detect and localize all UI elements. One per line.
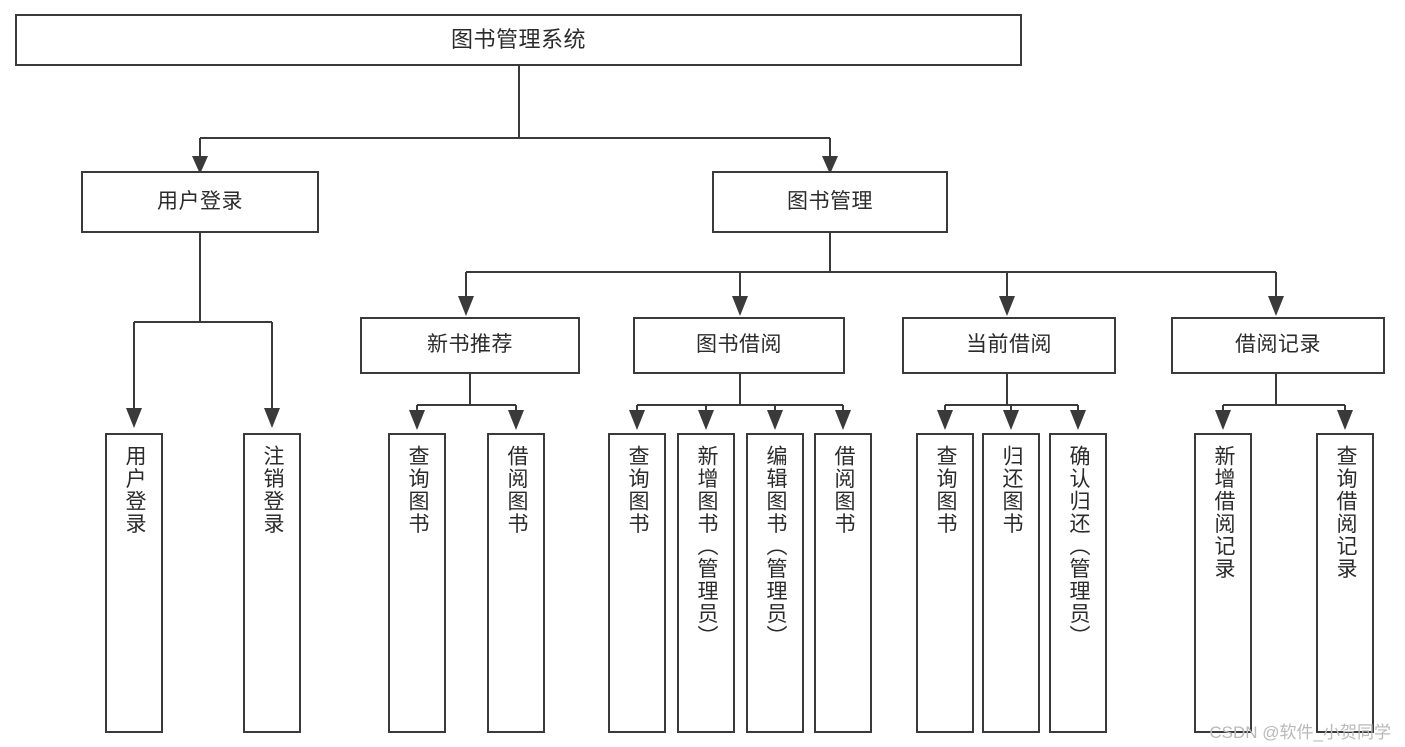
node-book-management-label: 图书管理 <box>787 189 873 213</box>
node-book-management[interactable]: 图书管理 <box>712 171 948 233</box>
node-leaf-currentborrow-query-book-label: 查询图书 <box>934 445 958 535</box>
node-leaf-newbook-borrow-book-label: 借阅图书 <box>505 445 529 535</box>
node-current-borrow-label: 当前借阅 <box>966 333 1052 357</box>
node-leaf-bookborrow-query-book[interactable]: 查询图书 <box>608 433 666 733</box>
arrow-head-leaf-bb-edit <box>767 410 783 430</box>
node-leaf-bookborrow-add-book-label: 新增图书（管理员） <box>695 445 719 648</box>
arrow-head-leaf-cb-query <box>937 410 953 430</box>
node-leaf-borrowrecord-query-record[interactable]: 查询借阅记录 <box>1316 433 1374 733</box>
node-leaf-currentborrow-return-book-label: 归还图书 <box>1000 445 1024 535</box>
node-leaf-user-login-label: 用户登录 <box>123 445 147 535</box>
arrow-head-leaf-cb-return <box>1003 410 1019 430</box>
node-leaf-currentborrow-confirm-return[interactable]: 确认归还（管理员） <box>1049 433 1107 733</box>
node-leaf-user-login[interactable]: 用户登录 <box>105 433 163 733</box>
watermark-text: CSDN @软件_小贺同学 <box>1209 723 1391 742</box>
node-leaf-newbook-query-book-label: 查询图书 <box>406 445 430 535</box>
arrow-head-leaf-nb-borrow <box>508 410 524 430</box>
arrow-head-leaf-bb-query <box>629 410 645 430</box>
node-leaf-newbook-borrow-book[interactable]: 借阅图书 <box>487 433 545 733</box>
arrow-head-leaf-cb-confirm <box>1070 410 1086 430</box>
node-leaf-bookborrow-edit-book[interactable]: 编辑图书（管理员） <box>746 433 804 733</box>
node-borrow-record-label: 借阅记录 <box>1235 333 1321 357</box>
arrow-head-borrowrecord <box>1268 296 1284 316</box>
node-user-login-label: 用户登录 <box>157 189 243 213</box>
node-new-book-recommend-label: 新书推荐 <box>427 333 513 357</box>
arrow-head-leaf-logout <box>264 408 280 428</box>
node-leaf-currentborrow-query-book[interactable]: 查询图书 <box>916 433 974 733</box>
node-leaf-newbook-query-book[interactable]: 查询图书 <box>388 433 446 733</box>
node-user-login[interactable]: 用户登录 <box>81 171 319 233</box>
node-borrow-record[interactable]: 借阅记录 <box>1171 317 1385 374</box>
node-leaf-currentborrow-confirm-return-label: 确认归还（管理员） <box>1067 445 1091 648</box>
node-leaf-bookborrow-edit-book-label: 编辑图书（管理员） <box>764 445 788 648</box>
node-leaf-logout-label: 注销登录 <box>261 445 285 535</box>
node-leaf-bookborrow-query-book-label: 查询图书 <box>626 445 650 535</box>
arrow-head-leaf-bb-borrow <box>835 410 851 430</box>
node-leaf-borrowrecord-add-record[interactable]: 新增借阅记录 <box>1194 433 1252 733</box>
node-leaf-logout[interactable]: 注销登录 <box>243 433 301 733</box>
node-current-borrow[interactable]: 当前借阅 <box>902 317 1116 374</box>
node-book-borrow[interactable]: 图书借阅 <box>633 317 845 374</box>
node-leaf-bookborrow-borrow-book[interactable]: 借阅图书 <box>814 433 872 733</box>
arrow-head-currentborrow <box>999 296 1015 316</box>
node-root-system-label: 图书管理系统 <box>450 27 586 53</box>
node-leaf-borrowrecord-add-record-label: 新增借阅记录 <box>1212 445 1236 580</box>
node-new-book-recommend[interactable]: 新书推荐 <box>360 317 580 374</box>
arrow-head-leaf-br-query <box>1337 410 1353 430</box>
node-leaf-currentborrow-return-book[interactable]: 归还图书 <box>982 433 1040 733</box>
node-book-borrow-label: 图书借阅 <box>696 333 782 357</box>
arrow-head-leaf-user-login <box>126 408 142 428</box>
node-leaf-borrowrecord-query-record-label: 查询借阅记录 <box>1334 445 1358 580</box>
node-root-system[interactable]: 图书管理系统 <box>15 14 1022 66</box>
node-leaf-bookborrow-borrow-book-label: 借阅图书 <box>832 445 856 535</box>
arrow-head-newbook <box>458 296 474 316</box>
arrow-head-leaf-bb-add <box>698 410 714 430</box>
node-leaf-bookborrow-add-book[interactable]: 新增图书（管理员） <box>677 433 735 733</box>
arrow-head-bookborrow <box>732 296 748 316</box>
arrow-head-leaf-nb-query <box>409 410 425 430</box>
arrow-head-leaf-br-add <box>1215 410 1231 430</box>
